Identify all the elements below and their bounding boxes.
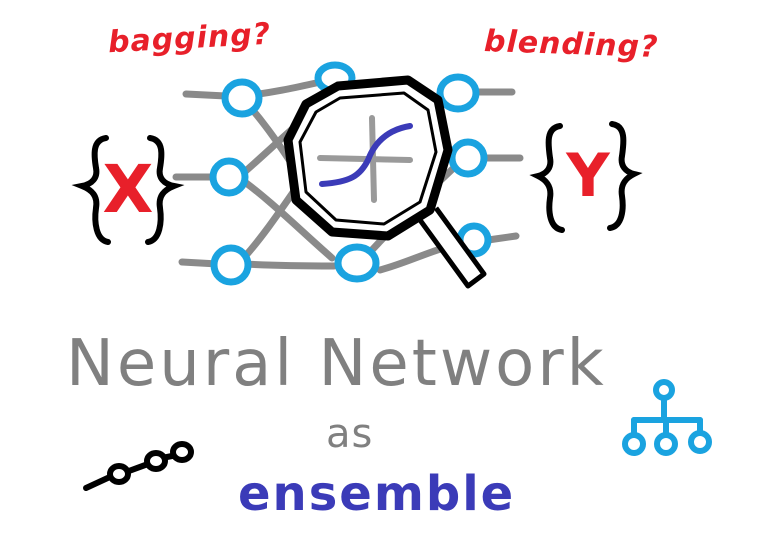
- chain-ring-1: [107, 463, 131, 485]
- sigmoid-curve-icon: [317, 115, 413, 203]
- connector-text: as: [326, 411, 374, 457]
- input-set: X: [71, 135, 185, 245]
- title-text: Neural Network: [66, 327, 607, 401]
- output-node-1: [436, 73, 480, 113]
- tree-leaf-mid: [654, 432, 678, 456]
- input-open-brace: [71, 135, 111, 245]
- hidden-node-2: [334, 243, 380, 283]
- tree-root-node: [653, 379, 675, 401]
- magnifier-lens-inner: [298, 91, 438, 226]
- edge-6: [240, 260, 338, 270]
- tree-leaf-right: [688, 430, 712, 454]
- output-open-brace: [529, 123, 565, 233]
- output-node-2: [448, 138, 488, 178]
- sigmoid-v-axis: [369, 115, 377, 203]
- output-stub-3: [484, 232, 520, 244]
- magnifier-handle: [417, 206, 487, 289]
- input-node-2: [209, 157, 249, 197]
- chain-tail: [83, 473, 115, 491]
- bagging-label: bagging?: [107, 16, 272, 61]
- tree-leaf-left: [622, 432, 646, 456]
- chain-link-icon: [83, 441, 194, 491]
- blending-label: blending?: [483, 23, 660, 66]
- output-close-brace: [607, 121, 643, 231]
- sigmoid-h-axis: [317, 155, 413, 163]
- sigmoid-curve: [319, 123, 413, 187]
- input-close-brace: [145, 135, 185, 245]
- output-variable: Y: [565, 141, 611, 211]
- input-variable: X: [103, 151, 154, 228]
- output-set: Y: [529, 121, 643, 233]
- input-node-3: [210, 244, 252, 286]
- input-stub-1: [182, 90, 230, 100]
- edge-4: [238, 176, 336, 262]
- chain-ring-2: [144, 450, 168, 472]
- ensemble-text: ensemble: [238, 466, 516, 522]
- chain-ring-3: [170, 441, 194, 463]
- magnifying-glass-icon: [283, 75, 487, 289]
- hierarchy-tree-icon: [622, 379, 712, 456]
- input-node-1: [221, 78, 263, 118]
